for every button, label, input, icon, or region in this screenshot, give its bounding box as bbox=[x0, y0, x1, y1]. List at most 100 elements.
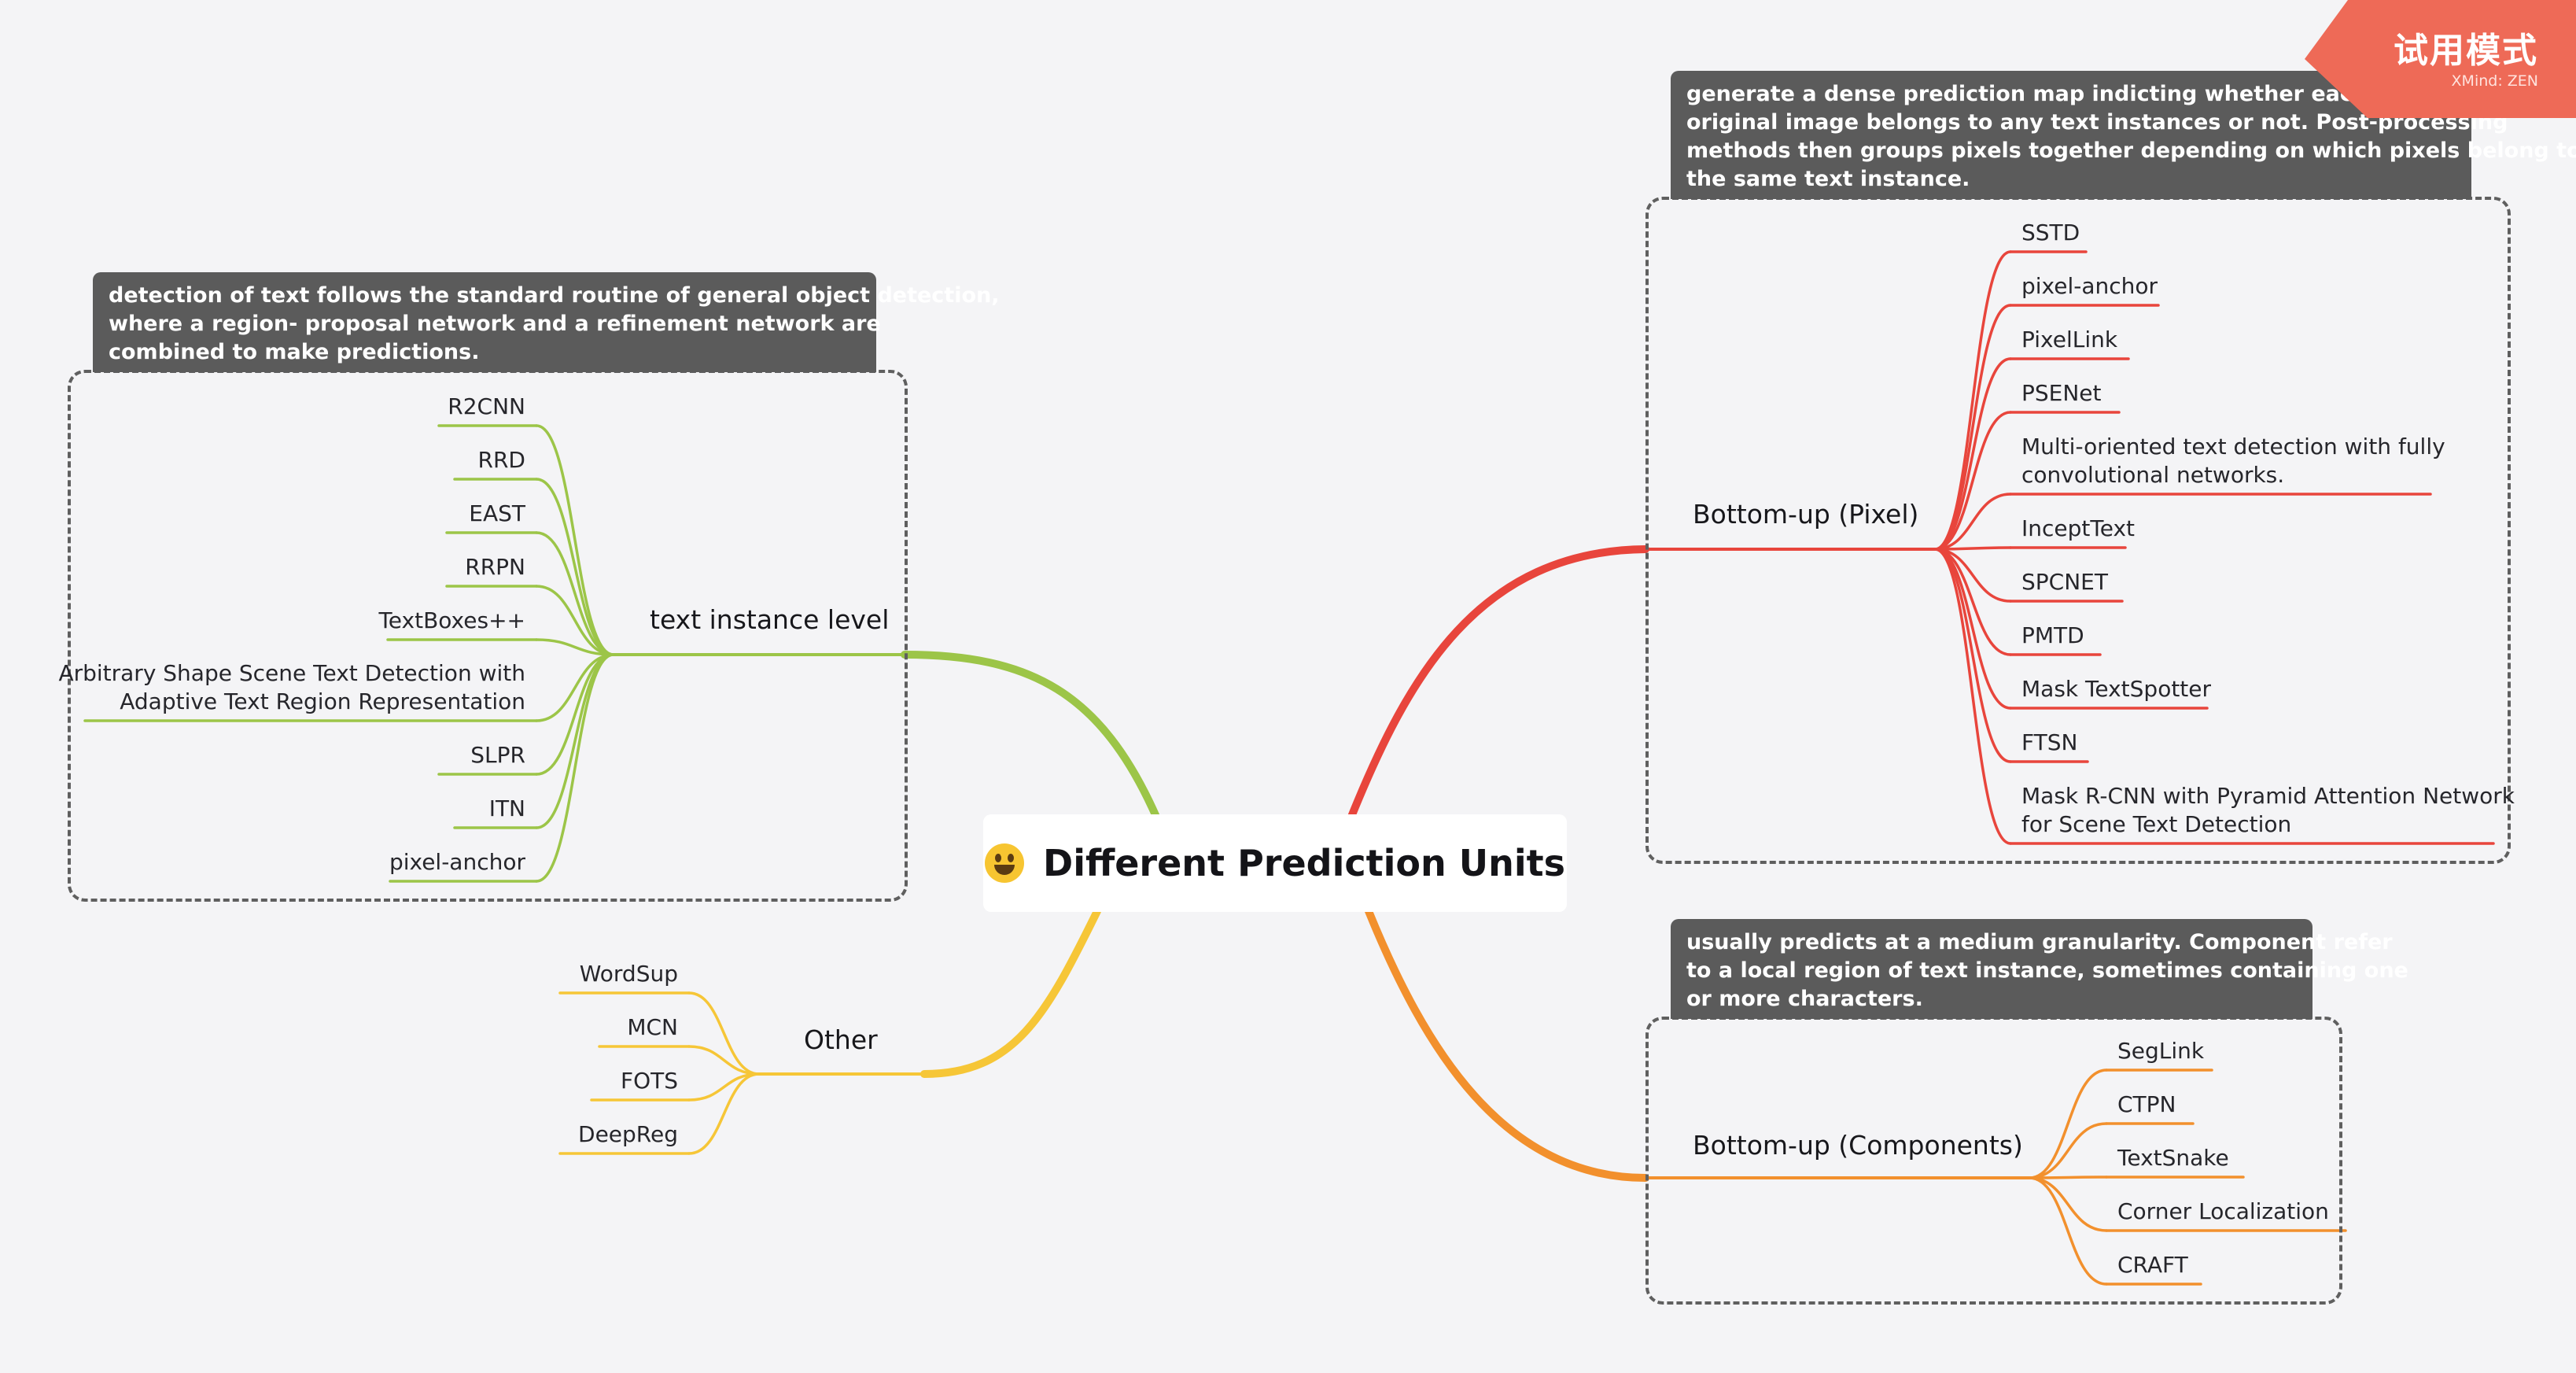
text-instance-leaf-text: RRPN bbox=[465, 554, 525, 580]
text-instance-leaf-text: RRD bbox=[477, 447, 525, 473]
other-leaf[interactable]: MCN bbox=[627, 1013, 678, 1042]
components-leaf-text: CTPN bbox=[2117, 1091, 2176, 1117]
text-instance-leaf[interactable]: pixel-anchor bbox=[389, 848, 525, 877]
pixel-leaf-connector bbox=[1933, 546, 2012, 551]
components-leaf-connector bbox=[2028, 1176, 2108, 1179]
text-instance-leaf-text: TextBoxes++ bbox=[378, 607, 525, 633]
pixel-leaf-text: Mask TextSpotter bbox=[2021, 676, 2212, 702]
text-instance-leaf[interactable]: SLPR bbox=[470, 741, 525, 770]
text-instance-leaf[interactable]: RRD bbox=[478, 446, 525, 474]
note-line: where a region- proposal network and a r… bbox=[109, 312, 881, 336]
pixel-leaf-connector bbox=[1933, 304, 2012, 551]
components-leaf-text: Corner Localization bbox=[2117, 1198, 2329, 1224]
pixel-leaf[interactable]: SPCNET bbox=[2021, 568, 2108, 596]
text-instance-leaf[interactable]: TextBoxes++ bbox=[378, 607, 525, 635]
note-line: to a local region of text instance, some… bbox=[1686, 958, 2408, 983]
components-leaf[interactable]: CRAFT bbox=[2117, 1251, 2188, 1279]
text-instance-leaf-connector bbox=[535, 653, 615, 883]
pixel-leaf-connector bbox=[1933, 548, 2012, 845]
text-instance-leaf[interactable]: EAST bbox=[469, 500, 525, 528]
text-instance-leaf-text: EAST bbox=[469, 500, 525, 526]
text-instance-leaf-text: ITN bbox=[488, 795, 525, 821]
pixel-leaf-connector bbox=[1933, 548, 2012, 656]
other-leaf[interactable]: DeepReg bbox=[578, 1120, 678, 1149]
main-branch-other bbox=[920, 907, 1101, 1078]
central-topic[interactable]: Different Prediction Units bbox=[983, 814, 1567, 912]
components-leaf[interactable]: SegLink bbox=[2117, 1037, 2204, 1065]
pixel-leaf[interactable]: FTSN bbox=[2021, 729, 2077, 757]
pixel-leaf-text: PMTD bbox=[2021, 622, 2084, 648]
text-instance-leaf-connector bbox=[535, 531, 615, 656]
pixel-leaf-text: FTSN bbox=[2021, 729, 2078, 755]
pixel-leaf-text: pixel-anchor bbox=[2021, 273, 2158, 299]
text-instance-leaf[interactable]: ITN bbox=[489, 795, 525, 823]
note-line: detection of text follows the standard r… bbox=[109, 283, 1000, 308]
topic-bottom-up-components[interactable]: Bottom-up (Components) bbox=[1693, 1130, 2023, 1161]
pixel-leaf[interactable]: InceptText bbox=[2021, 515, 2135, 543]
grinning-face-icon bbox=[985, 843, 1025, 883]
note-pixel: generate a dense prediction map indictin… bbox=[1671, 71, 2576, 199]
pixel-leaf-connector bbox=[1933, 548, 2012, 763]
text-instance-leaf-connector bbox=[535, 653, 615, 722]
text-instance-leaf-connector bbox=[535, 478, 615, 656]
pixel-leaf-text: convolutional networks. bbox=[2021, 462, 2285, 488]
trial-mode-text: 试用模式 bbox=[2394, 31, 2538, 71]
note-components: usually predicts at a medium granularity… bbox=[1671, 919, 2408, 1019]
other-leaf[interactable]: FOTS bbox=[621, 1067, 678, 1095]
note-line: or more characters. bbox=[1686, 987, 1923, 1011]
components-leaf-text: CRAFT bbox=[2117, 1252, 2188, 1278]
trial-mode-badge[interactable]: 试用模式 XMind: ZEN bbox=[2305, 0, 2576, 118]
other-leaf-connector bbox=[687, 1072, 761, 1155]
other-leaf-connector bbox=[687, 1045, 761, 1076]
pixel-leaf-text: PixelLink bbox=[2021, 327, 2118, 352]
other-leaf[interactable]: WordSup bbox=[580, 960, 678, 988]
components-leaf-text: SegLink bbox=[2117, 1038, 2205, 1064]
pixel-leaf[interactable]: PSENet bbox=[2021, 379, 2102, 408]
text-instance-leaf[interactable]: RRPN bbox=[465, 553, 525, 581]
topic-other[interactable]: Other bbox=[804, 1024, 878, 1055]
pixel-leaf[interactable]: Mask R-CNN with Pyramid Attention Networ… bbox=[2021, 782, 2515, 839]
topic-text-instance-level[interactable]: text instance level bbox=[650, 604, 890, 635]
text-instance-leaf[interactable]: Arbitrary Shape Scene Text Detection wit… bbox=[58, 659, 525, 716]
text-instance-leaf-connector bbox=[535, 585, 615, 656]
note-line: methods then groups pixels together depe… bbox=[1686, 138, 2576, 163]
pixel-leaf-connector bbox=[1933, 548, 2012, 603]
note-line: original image belongs to any text insta… bbox=[1686, 110, 2508, 135]
other-leaf-connector bbox=[687, 991, 761, 1076]
pixel-leaf[interactable]: SSTD bbox=[2021, 219, 2080, 247]
pixel-leaf[interactable]: PMTD bbox=[2021, 622, 2084, 650]
pixel-leaf-text: PSENet bbox=[2021, 380, 2102, 406]
pixel-leaf-text: for Scene Text Detection bbox=[2021, 811, 2292, 837]
main-branch-components bbox=[1365, 907, 1649, 1182]
components-leaf-connector bbox=[2028, 1069, 2108, 1179]
text-instance-leaf-text: pixel-anchor bbox=[389, 849, 525, 875]
other-leaf-text: DeepReg bbox=[578, 1121, 678, 1147]
text-instance-leaf-text: Adaptive Text Region Representation bbox=[120, 688, 525, 714]
components-leaf[interactable]: CTPN bbox=[2117, 1091, 2176, 1119]
pixel-leaf[interactable]: Mask TextSpotter bbox=[2021, 675, 2211, 703]
text-instance-leaf-connector bbox=[535, 424, 615, 656]
other-leaf-connector bbox=[687, 1072, 761, 1102]
pixel-leaf[interactable]: PixelLink bbox=[2021, 326, 2117, 354]
pixel-leaf-text: SSTD bbox=[2021, 220, 2080, 245]
text-instance-leaf-text: R2CNN bbox=[448, 393, 525, 419]
components-leaf[interactable]: Corner Localization bbox=[2117, 1198, 2329, 1226]
other-leaf-text: FOTS bbox=[620, 1068, 678, 1094]
main-branch-pixel bbox=[1347, 545, 1649, 821]
note-line: combined to make predictions. bbox=[109, 340, 480, 364]
other-leaf-text: MCN bbox=[627, 1014, 678, 1040]
other-leaf-text: WordSup bbox=[579, 961, 678, 987]
xmind-zen-label: XMind: ZEN bbox=[2451, 72, 2538, 90]
components-leaf-connector bbox=[2028, 1176, 2108, 1232]
pixel-leaf[interactable]: pixel-anchor bbox=[2021, 272, 2158, 301]
note-line: the same text instance. bbox=[1686, 167, 1970, 191]
pixel-leaf-text: Multi-oriented text detection with fully bbox=[2021, 434, 2445, 460]
components-leaf[interactable]: TextSnake bbox=[2117, 1144, 2229, 1172]
pixel-leaf[interactable]: Multi-oriented text detection with fully… bbox=[2021, 433, 2445, 489]
text-instance-leaf[interactable]: R2CNN bbox=[448, 393, 525, 421]
components-leaf-connector bbox=[2028, 1176, 2108, 1286]
pixel-leaf-connector bbox=[1933, 357, 2012, 551]
topic-bottom-up-pixel[interactable]: Bottom-up (Pixel) bbox=[1693, 499, 1919, 530]
note-text-instance: detection of text follows the standard r… bbox=[93, 272, 1000, 372]
